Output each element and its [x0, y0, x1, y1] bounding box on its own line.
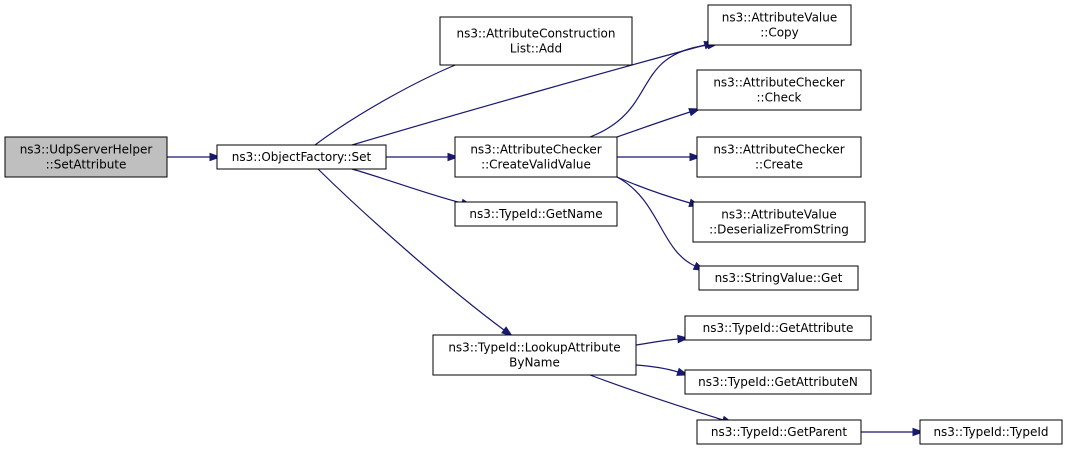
edge-arrowhead: [912, 427, 925, 437]
edge-arrowhead: [689, 152, 702, 162]
node-box: [684, 315, 872, 341]
node-label-line: ns3::TypeId::GetName: [469, 207, 602, 221]
edge-line: [314, 59, 469, 146]
edge-line: [635, 364, 679, 373]
node-box: [707, 4, 852, 46]
edge-object-factory-set-to-typeid-lookup-attribute-by-name: [317, 168, 514, 337]
node-box: [454, 201, 618, 227]
node-label-line: List::Add: [510, 42, 562, 56]
node-label-line: ::DeserializeFromString: [709, 223, 849, 237]
node-label-line: ns3::AttributeConstruction: [457, 27, 616, 41]
edge-typeid-lookup-attribute-by-name-to-typeid-get-attribute: [635, 334, 690, 346]
edge-checker-create-valid-value-to-value-deserialize: [616, 176, 702, 208]
edge-line: [317, 168, 505, 331]
node-label-line: ByName: [509, 356, 560, 370]
edge-line: [616, 176, 696, 267]
node-value-copy[interactable]: ns3::AttributeValue::Copy: [707, 4, 852, 46]
edge-typeid-get-parent-to-typeid-typeid: [860, 427, 925, 437]
node-typeid-get-attribute[interactable]: ns3::TypeId::GetAttribute: [684, 315, 872, 341]
node-box: [684, 369, 872, 395]
node-label-line: ::Create: [755, 158, 803, 172]
node-stringvalue-get[interactable]: ns3::StringValue::Get: [698, 265, 859, 291]
edge-udp-set-attribute-to-object-factory-set: [167, 152, 222, 162]
node-label-line: ns3::TypeId::GetAttributeN: [698, 375, 858, 389]
edge-line: [351, 44, 706, 146]
edge-typeid-lookup-attribute-by-name-to-typeid-get-attribute-n: [635, 364, 690, 376]
node-box: [696, 136, 862, 178]
node-udp-set-attribute: ns3::UdpServerHelper::SetAttribute: [4, 136, 168, 178]
node-object-factory-set[interactable]: ns3::ObjectFactory::Set: [216, 144, 387, 170]
node-box: [454, 136, 618, 178]
node-typeid-typeid[interactable]: ns3::TypeId::TypeId: [919, 419, 1063, 445]
node-label-line: ::CreateValidValue: [481, 158, 591, 172]
edge-line: [589, 374, 724, 421]
edge-arrowhead: [677, 334, 690, 344]
node-label-line: ns3::TypeId::LookupAttribute: [448, 341, 620, 355]
edge-line: [635, 338, 679, 346]
node-label-line: ::Copy: [760, 26, 799, 40]
node-label-line: ns3::AttributeChecker: [713, 76, 844, 90]
edge-line: [351, 168, 463, 204]
node-checker-create[interactable]: ns3::AttributeChecker::Create: [696, 136, 862, 178]
node-label-line: ns3::ObjectFactory::Set: [232, 150, 372, 164]
node-label-line: ns3::AttributeValue: [722, 11, 838, 25]
edge-object-factory-set-to-checker-create-valid-value: [386, 152, 460, 162]
node-box: [692, 201, 866, 243]
edge-arrowhead: [447, 152, 460, 162]
edge-object-factory-set-to-typeid-get-name: [351, 168, 474, 208]
edge-arrowhead: [501, 326, 514, 337]
node-label-line: ns3::AttributeChecker: [470, 143, 601, 157]
edge-checker-create-valid-value-to-checker-check: [616, 108, 701, 138]
node-label-line: ns3::TypeId::GetParent: [711, 425, 847, 439]
node-box: [432, 334, 637, 376]
node-label-line: ns3::TypeId::TypeId: [933, 425, 1048, 439]
edge-checker-create-valid-value-to-checker-create: [617, 152, 702, 162]
node-box: [919, 419, 1063, 445]
edge-checker-create-valid-value-to-stringvalue-get: [616, 176, 706, 271]
node-typeid-get-attribute-n[interactable]: ns3::TypeId::GetAttributeN: [684, 369, 872, 395]
node-label-line: ns3::UdpServerHelper: [20, 143, 153, 157]
edge-arrowhead: [209, 152, 222, 162]
node-label-line: ns3::AttributeChecker: [713, 143, 844, 157]
node-checker-check[interactable]: ns3::AttributeChecker::Check: [696, 69, 862, 111]
node-box: [216, 144, 387, 170]
node-box: [698, 265, 859, 291]
node-label-line: ns3::AttributeValue: [721, 208, 837, 222]
node-label-line: ns3::TypeId::GetAttribute: [703, 321, 854, 335]
node-box: [4, 136, 168, 178]
nodes-layer: ns3::UdpServerHelper::SetAttribute ns3::O…: [4, 4, 1063, 445]
edge-line: [616, 176, 691, 204]
node-typeid-get-name[interactable]: ns3::TypeId::GetName: [454, 201, 618, 227]
node-checker-create-valid-value[interactable]: ns3::AttributeChecker::CreateValidValue: [454, 136, 618, 178]
node-typeid-get-parent[interactable]: ns3::TypeId::GetParent: [696, 419, 862, 445]
node-label-line: ns3::StringValue::Get: [715, 271, 843, 285]
edge-line: [589, 44, 709, 138]
edge-line: [616, 111, 691, 138]
node-label-line: ::Check: [757, 91, 802, 105]
node-value-deserialize[interactable]: ns3::AttributeValue::DeserializeFromStri…: [692, 201, 866, 243]
node-box: [696, 69, 862, 111]
node-box: [439, 16, 633, 66]
node-box: [696, 419, 862, 445]
node-label-line: ::SetAttribute: [46, 158, 127, 172]
